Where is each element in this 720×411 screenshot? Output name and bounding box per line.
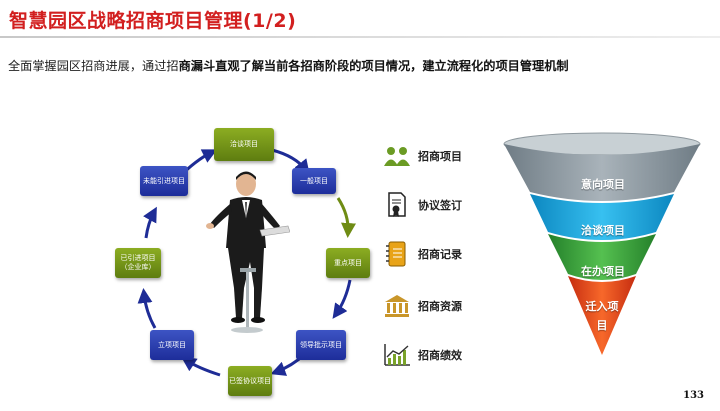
legend-item-agreement: 协议签订 bbox=[382, 191, 462, 219]
subtitle-bold: 商漏斗直观了解当前各招商阶段的项目情况，建立流程化的项目管理机制 bbox=[178, 59, 569, 73]
cycle-node-signed: 已签协议项目 bbox=[228, 366, 272, 396]
cycle-node-initiated: 立项项目 bbox=[150, 330, 194, 360]
businessman-illustration bbox=[206, 171, 290, 333]
cycle-node-negotiation: 洽谈项目 bbox=[214, 128, 274, 161]
chart-icon bbox=[382, 342, 412, 368]
cycle-node-leader-approved: 领导批示项目 bbox=[296, 330, 346, 360]
legend-label-projects: 招商项目 bbox=[418, 150, 462, 163]
funnel-stage-intention: 意向项目 bbox=[581, 178, 625, 191]
legend-label-records: 招商记录 bbox=[418, 248, 462, 261]
certificate-icon bbox=[382, 192, 412, 218]
people-icon bbox=[382, 143, 412, 169]
funnel-stage-moved-in: 迁入项目 bbox=[585, 300, 619, 332]
page-subtitle: 全面掌握园区招商进展，通过招商漏斗直观了解当前各招商阶段的项目情况，建立流程化的… bbox=[8, 58, 698, 74]
page-title: 智慧园区战略招商项目管理(1/2) bbox=[9, 10, 297, 32]
legend-label-resources: 招商资源 bbox=[418, 300, 462, 313]
funnel-stage-in-process: 在办项目 bbox=[581, 265, 625, 278]
subtitle-plain: 全面掌握园区招商进展，通过招 bbox=[8, 59, 179, 73]
cycle-node-not-introduced: 未能引进项目 bbox=[140, 166, 188, 196]
legend-item-records: 招商记录 bbox=[382, 240, 462, 268]
investment-funnel bbox=[503, 132, 701, 355]
cycle-node-introduced: 已引进项目（企业库） bbox=[115, 248, 161, 278]
funnel-stage-negotiation: 洽谈项目 bbox=[581, 224, 625, 237]
bank-icon bbox=[382, 293, 412, 319]
legend-item-performance: 招商绩效 bbox=[382, 341, 462, 369]
page-number: 133 bbox=[683, 390, 704, 401]
legend-item-resources: 招商资源 bbox=[382, 292, 462, 320]
legend-item-projects: 招商项目 bbox=[382, 142, 462, 170]
legend-label-agreement: 协议签订 bbox=[418, 199, 462, 212]
notebook-icon bbox=[382, 241, 412, 267]
title-divider bbox=[0, 36, 720, 38]
legend-label-performance: 招商绩效 bbox=[418, 349, 462, 362]
cycle-node-general: 一般项目 bbox=[292, 168, 336, 194]
cycle-node-key: 重点项目 bbox=[326, 248, 370, 278]
